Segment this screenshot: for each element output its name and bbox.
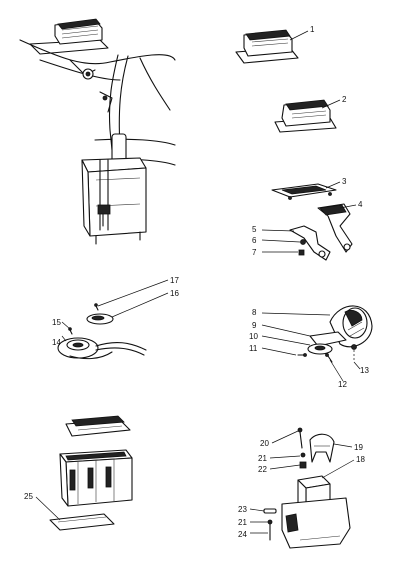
callout-15: 15 [52, 318, 61, 327]
part-10-washer [307, 343, 333, 355]
callout-16: 16 [170, 289, 179, 298]
part-16-cover [86, 313, 114, 325]
part-12-screw [325, 353, 333, 363]
part-13-nut [351, 344, 357, 360]
callout-10: 10 [249, 332, 258, 341]
callout-14: 14 [52, 338, 61, 347]
part-24-bolt [267, 519, 273, 541]
callout-12: 12 [338, 380, 347, 389]
callout-13: 13 [360, 366, 369, 375]
leader-lines [35, 30, 361, 534]
callout-9: 9 [252, 321, 257, 330]
callout-1: 1 [310, 25, 315, 34]
part-11-screw [297, 353, 307, 357]
part-3-mounting-plate [271, 183, 337, 200]
callout-labels: 1 2 3 4 5 6 7 8 9 10 11 12 13 14 15 16 1… [24, 25, 369, 539]
part-18-tool-box [281, 475, 351, 549]
part-6-washer [300, 239, 306, 245]
part-17-screw [94, 303, 99, 311]
callout-6: 6 [252, 236, 257, 245]
part-25-battery-pad [49, 513, 115, 531]
callout-24: 24 [238, 530, 247, 539]
part-9-bracket [309, 331, 347, 347]
callout-7: 7 [252, 248, 257, 257]
part-22-washer [299, 461, 307, 469]
callout-11: 11 [249, 344, 258, 353]
callout-3: 3 [342, 177, 347, 186]
regulator-on-frame [29, 18, 109, 55]
part-19-clamp [309, 433, 335, 463]
callout-5: 5 [252, 225, 257, 234]
part-7-nut [298, 249, 305, 256]
battery-in-frame [81, 157, 147, 245]
part-14-horn-with-cable [57, 337, 147, 360]
callout-19: 19 [354, 443, 363, 452]
callout-18: 18 [356, 455, 365, 464]
part-2-regulator-cover [274, 99, 337, 133]
callout-22: 22 [258, 465, 267, 474]
callout-20: 20 [260, 439, 269, 448]
battery [59, 449, 133, 507]
callout-8: 8 [252, 308, 257, 317]
part-20-screw [297, 427, 303, 449]
callout-23: 23 [238, 505, 247, 514]
part-23-pin [263, 508, 277, 514]
callout-21-upper: 21 [258, 454, 267, 463]
callout-21-lower: 21 [238, 518, 247, 527]
callout-17: 17 [170, 276, 179, 285]
callout-4: 4 [358, 200, 363, 209]
frame-assembly-illustration [19, 18, 176, 245]
part-21-screw [300, 452, 306, 458]
part-4-bracket [317, 203, 353, 253]
battery-cover [65, 415, 131, 437]
callout-25: 25 [24, 492, 33, 501]
part-1-regulator [235, 29, 299, 64]
callout-2: 2 [342, 95, 347, 104]
part-5-bracket [289, 225, 331, 261]
